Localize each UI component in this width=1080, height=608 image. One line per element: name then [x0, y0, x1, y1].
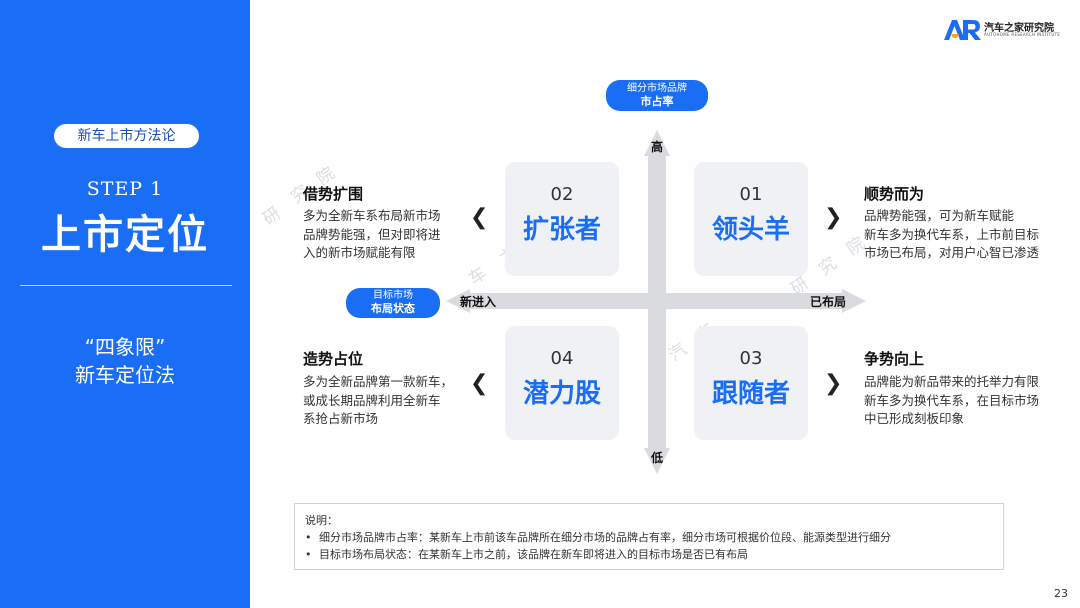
- quadrant-03-desc: 品牌能为新品带来的托举力有限 新车多为换代车系，在目标市场 中已形成刻板印象: [864, 374, 1040, 426]
- logo-mark-icon: [944, 20, 981, 40]
- quadrant-box-03: 03 跟随者: [694, 326, 808, 440]
- logo-name: 汽车之家研究院: [984, 23, 1054, 34]
- chevron-right-icon: ❯: [824, 205, 843, 230]
- quadrant-box-04: 04 潜力股: [505, 326, 619, 440]
- subtitle-line1: “四象限”: [84, 335, 166, 359]
- left-panel: 新车上市方法论 STEP 1 上市定位 “四象限” 新车定位法: [0, 0, 250, 608]
- quadrant-02-desc: 多为全新车系布局新市场 品牌势能强，但对即将进 入的新市场赋能有限: [303, 208, 441, 260]
- method-pill: 新车上市方法论: [54, 124, 199, 148]
- horizontal-axis-pill: 目标市场 布局状态: [346, 288, 440, 318]
- note-box: 说明： •细分市场品牌市占率：某新车上市前该车品牌所在细分市场的品牌占有率，细分…: [294, 503, 1004, 570]
- note-heading: 说明：: [305, 514, 338, 527]
- divider: [20, 285, 232, 286]
- note-item: •目标市场布局状态：在某新车上市之前，该品牌在新车即将进入的目标市场是否已有布局: [305, 548, 748, 561]
- quadrant-01-title: 顺势而为: [864, 185, 925, 203]
- quadrant-03-title: 争势向上: [864, 350, 925, 368]
- subtitle-line2: 新车定位法: [75, 363, 175, 387]
- chevron-right-icon: ❯: [824, 371, 843, 396]
- chevron-left-icon: ❮: [470, 371, 489, 396]
- quadrant-02-title: 借势扩围: [303, 185, 364, 203]
- note-item: •细分市场品牌市占率：某新车上市前该车品牌所在细分市场的品牌占有率，细分市场可根…: [305, 531, 891, 544]
- step-label: STEP 1: [86, 178, 164, 200]
- vertical-axis-pill: 细分市场品牌 市占率: [606, 80, 708, 111]
- quadrant-04-desc: 多为全新品牌第一款新车， 或成长期品牌利用全新车 系抢占新市场: [303, 374, 454, 426]
- quadrant-box-01: 01 领头羊: [694, 162, 808, 276]
- axis-laid-label: 已布局: [810, 295, 847, 309]
- axis-new-entry-label: 新进入: [460, 295, 497, 309]
- chevron-left-icon: ❮: [470, 205, 489, 230]
- page-title: 上市定位: [41, 212, 209, 258]
- logo: 汽车之家研究院 AUTOHOME RESEARCH INSTITUTE: [944, 18, 1069, 42]
- quadrant-01-desc: 品牌势能强，可为新车赋能 新车多为换代车系，上市前目标 市场已布局，对用户心智已…: [864, 208, 1040, 260]
- axis-low-label: 低: [651, 451, 664, 465]
- quadrant-04-title: 造势占位: [303, 350, 364, 368]
- axis-high-label: 高: [651, 140, 664, 154]
- quadrant-box-02: 02 扩张者: [505, 162, 619, 276]
- page-number: 23: [1054, 587, 1068, 600]
- logo-sub: AUTOHOME RESEARCH INSTITUTE: [984, 32, 1061, 37]
- horizontal-axis: [446, 289, 866, 313]
